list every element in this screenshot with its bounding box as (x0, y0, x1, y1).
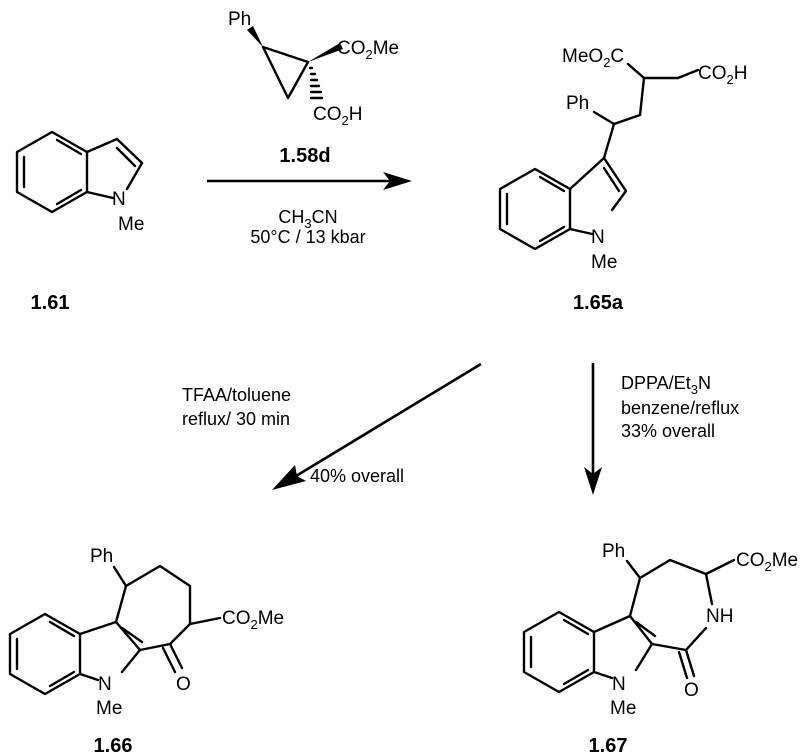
condition-temperature-pressure: 50°C / 13 kbar (250, 227, 365, 247)
co2h-label-adduct: CO (698, 63, 727, 84)
phenyl-label-1-67: Ph (602, 541, 625, 562)
co2me-label-1-66: CO (222, 608, 251, 629)
co2me-label: CO (337, 38, 366, 59)
svg-text:CO2Me: CO2Me (337, 38, 399, 62)
meo2c-label: MeO (562, 46, 603, 67)
condition-benzene-reflux: benzene/reflux (621, 398, 739, 418)
compound-label-1-58d: 1.58d (279, 145, 330, 167)
condition-solvent: CH3CN (278, 207, 337, 231)
n-atom-label-1-67: N (612, 674, 626, 695)
condition-tfaa: TFAA/toluene (182, 385, 291, 405)
compound-label-1-67: 1.67 (589, 735, 628, 755)
n-atom-label-adduct: N (591, 227, 605, 248)
n-methyl-label-1-67: Me (610, 698, 636, 719)
compound-label-1-66: 1.66 (94, 735, 133, 755)
reaction-arrow-step2b (584, 363, 602, 495)
phenyl-label: Ph (228, 9, 251, 30)
compound-label-1-65a: 1.65a (573, 292, 624, 314)
phenyl-label-adduct: Ph (566, 93, 589, 114)
n-methyl-label-adduct: Me (591, 252, 617, 273)
yield-1-66: 40% overall (310, 466, 404, 486)
compound-1-67-structure: Ph CO2Me NH O N Me (522, 541, 798, 719)
svg-text:CO2H: CO2H (698, 63, 747, 87)
ketone-o-label-1-66: O (176, 674, 191, 695)
reaction-arrow-step2a (272, 362, 482, 490)
n-atom-label: N (112, 189, 126, 210)
co2h-label: CO (313, 104, 342, 125)
yield-1-67: 33% overall (621, 421, 715, 441)
reaction-arrow-step1 (207, 172, 412, 190)
hashed-wedge (308, 66, 324, 100)
co2me-label-1-67: CO (736, 550, 765, 571)
svg-text:MeO2C: MeO2C (562, 46, 624, 70)
n-methyl-label-1-66: Me (96, 698, 122, 719)
compound-1-61-structure: N Me (15, 130, 144, 235)
condition-dppa: DPPA/Et3N (621, 373, 711, 397)
svg-text:CO2Me: CO2Me (736, 550, 798, 574)
compound-1-66-structure: Ph CO2Me O N Me (8, 546, 284, 719)
nh-label-1-67: NH (706, 606, 733, 627)
compound-1-58d-structure: Ph CO2Me CO2H (228, 9, 399, 128)
svg-text:CO2H: CO2H (313, 104, 362, 128)
n-methyl-label: Me (118, 214, 144, 235)
lactam-o-label-1-67: O (684, 680, 699, 701)
compound-label-1-61: 1.61 (31, 292, 70, 314)
compound-1-65a-structure: MeO2C CO2H Ph N Me (498, 46, 747, 273)
n-atom-label-1-66: N (98, 674, 112, 695)
condition-reflux-time: reflux/ 30 min (182, 409, 290, 429)
phenyl-label-1-66: Ph (90, 546, 113, 567)
svg-text:CO2Me: CO2Me (222, 608, 284, 632)
